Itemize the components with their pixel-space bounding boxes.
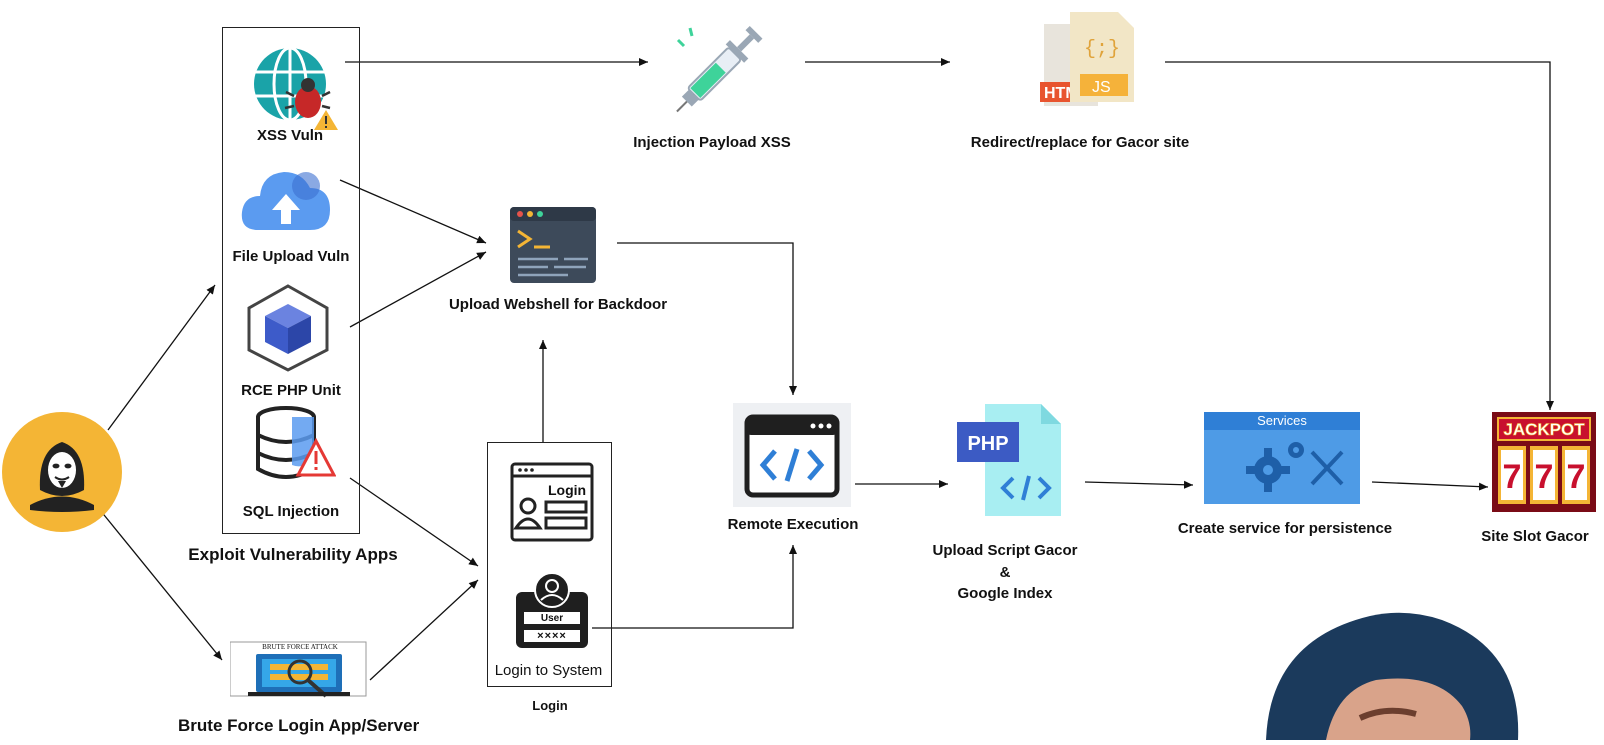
xss-vuln-icon (250, 44, 340, 132)
user-login-icon (512, 572, 592, 650)
jackpot-text: JACKPOT (1503, 420, 1585, 439)
login-form-title: Login (548, 482, 587, 498)
database-warning-icon (252, 405, 337, 483)
code-window-icon (733, 403, 851, 507)
login-form-icon (510, 462, 594, 542)
cube-icon (243, 282, 333, 372)
edge-redirect-siteslot (1165, 61, 1554, 410)
login-group-label: Login (532, 698, 568, 713)
remote-execution-label: Remote Execution (727, 516, 859, 533)
hacker-icon (2, 412, 122, 532)
hooded-figure-illustration (1266, 610, 1526, 740)
php-file-icon: PHP (955, 400, 1065, 520)
slot-digit-3: 7 (1567, 458, 1586, 496)
user-badge: User (540, 613, 564, 624)
upload-webshell-label: Upload Webshell for Backdoor (448, 296, 668, 313)
slot-digit-1: 7 (1503, 458, 1522, 496)
brute-force-label: Brute Force Login App/Server (178, 716, 420, 735)
site-slot-label: Site Slot Gacor (1481, 528, 1589, 545)
braces-glyph: {;} (1084, 38, 1120, 61)
services-window-icon (1204, 412, 1360, 504)
upload-script-line3: Google Index (957, 585, 1053, 602)
upload-script-line1: Upload Script Gacor (932, 542, 1078, 559)
cloud-upload-icon (240, 160, 332, 234)
services-header: Services (1257, 413, 1307, 428)
edge-services-siteslot (1371, 481, 1489, 491)
file-upload-vuln-label: File Upload Vuln (232, 248, 350, 265)
syringe-icon (670, 10, 780, 114)
js-tag: JS (1092, 79, 1111, 96)
slot-digit-2: 7 (1535, 458, 1554, 496)
injection-payload-label: Injection Payload XSS (633, 134, 791, 151)
create-service-label: Create service for persistence (1177, 520, 1393, 537)
redirect-replace-label: Redirect/replace for Gacor site (970, 134, 1190, 151)
login-group-box (487, 442, 612, 687)
sql-injection-label: SQL Injection (242, 503, 340, 520)
hacker-avatar (0, 410, 124, 534)
login-to-system-label: Login to System (494, 662, 603, 679)
edge-user-remote (592, 545, 797, 629)
rce-php-unit-label: RCE PHP Unit (241, 382, 341, 399)
edge-bruteforce-login (369, 579, 479, 681)
brute-force-banner: BRUTE FORCE ATTACK (262, 643, 338, 651)
terminal-icon (508, 205, 598, 285)
php-tag: PHP (967, 433, 1008, 455)
edge-php-services (1084, 480, 1194, 489)
brute-force-icon (229, 640, 370, 704)
xss-vuln-label: XSS Vuln (256, 127, 324, 144)
upload-script-line2: & (999, 564, 1011, 581)
edge-hacker-exploit (107, 284, 216, 431)
exploit-group-label: Exploit Vulnerability Apps (188, 545, 398, 564)
edge-fileupload-webshell (339, 179, 487, 244)
edge-rce-webshell (349, 251, 487, 328)
jackpot-slot-icon: JACKPOT 7 7 7 (1492, 412, 1596, 512)
edge-webshell-remote (617, 242, 797, 395)
password-mask: ×××× (537, 630, 567, 642)
html-js-docs-icon: HTML JS {;} (1040, 10, 1140, 114)
exploit-group-box (222, 27, 360, 534)
